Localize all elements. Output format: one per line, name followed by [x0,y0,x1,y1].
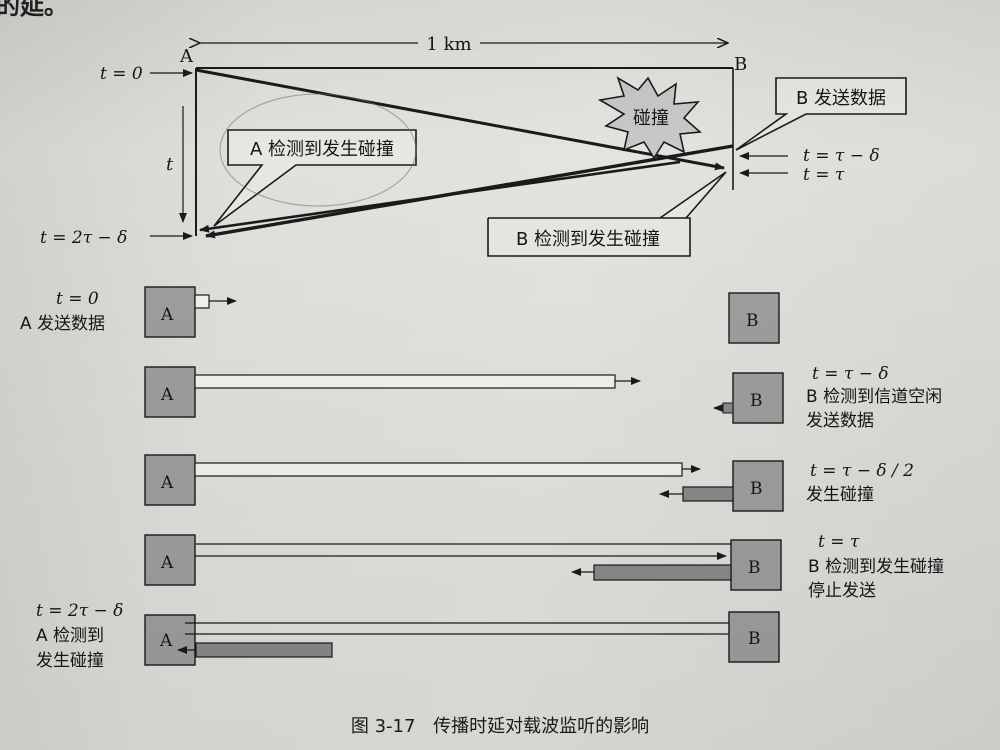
row2-desc-line1: B 检测到信道空闲 [806,387,942,407]
callout-b-detect-text: B 检测到发生碰撞 [516,229,660,250]
row-4: A B t = τ B 检测到发生碰撞 停止发送 [144,532,944,601]
row5-station-b-box [728,611,780,663]
row-1: A B t = 0 A 发送数据 [20,286,780,344]
row4-time: t = τ [818,532,860,552]
a-signal-path [195,68,725,171]
row5-time: t = 2τ − δ [36,601,123,621]
collision-burst-icon [597,76,702,160]
row4-desc-line1: B 检测到发生碰撞 [808,557,944,577]
row2-a-frame [194,374,616,389]
t-tau-minus-label: t = τ − δ [803,146,880,166]
row3-b-frame [682,486,734,502]
row3-station-b-label: B [750,479,763,499]
row1-station-b-box [728,292,780,344]
t-tau-label: t = τ [803,165,845,185]
row2-station-b-label: B [750,391,763,411]
t-2tau-label: t = 2τ − δ [40,228,127,248]
figure-caption: 图 3-17 传播时延对载波监听的影响 [0,712,1000,738]
row2-b-frame [722,402,734,414]
row1-station-a-label: A [160,305,174,325]
row5-station-a-label: A [159,631,173,651]
distance-label: 1 km [426,34,471,55]
row2-station-a-label: A [160,385,174,405]
pencil-scribble [219,93,417,207]
station-a-label: A [179,46,194,67]
row2-desc-line2: 发送数据 [806,411,874,431]
row1-a-frame [194,294,210,309]
distance-label-bg [418,32,480,54]
callout-b-detect: B 检测到发生碰撞 [487,171,727,257]
row3-station-a-label: A [160,473,174,493]
row-3: A B t = τ − δ / 2 发生碰撞 [144,454,914,512]
row2-station-b-box [732,372,784,424]
row4-station-a-label: A [160,553,174,573]
row4-station-b-box [730,539,782,591]
callout-b-send: B 发送数据 [735,77,907,151]
callout-a-detect-text: A 检测到发生碰撞 [250,139,394,160]
collision-label: 碰撞 [633,108,669,129]
row5-desc-line1: A 检测到 [36,626,104,646]
row1-time: t = 0 [56,289,99,309]
station-b-label: B [734,54,747,75]
row4-station-a-box [144,534,196,586]
row1-desc: A 发送数据 [20,314,105,334]
row4-desc-line2: 停止发送 [808,581,876,601]
row1-station-b-label: B [746,311,759,331]
row3-station-a-box [144,454,196,506]
row4-b-frame [593,564,732,581]
row3-time: t = τ − δ / 2 [810,461,914,481]
callout-b-send-text: B 发送数据 [796,88,886,109]
row3-a-frame [194,462,683,477]
row-5: A B t = 2τ − δ A 检测到 发生碰撞 [36,601,780,671]
figure-number: 图 3-17 [350,716,416,737]
row5-b-frame [195,642,333,658]
row5-station-b-label: B [748,629,761,649]
row3-desc: 发生碰撞 [806,485,874,505]
page-text-fragment: 的延。 [0,0,68,20]
t0-label: t = 0 [100,64,143,84]
figure-title: 传播时延对载波监听的影响 [433,716,650,737]
row1-station-a-box [144,286,196,338]
row5-desc-line2: 发生碰撞 [36,651,104,671]
space-time-diagram: 1 km A B t = 0 t t = 2τ − δ 碰撞 t = τ − δ… [40,32,907,257]
row2-time: t = τ − δ [812,364,889,384]
callout-a-detect: A 检测到发生碰撞 [213,129,417,227]
time-axis-label: t [166,154,174,175]
sequence-rows: A B t = 0 A 发送数据 A B t = τ − δ B 检测到信道空闲… [20,286,944,671]
row2-station-a-box [144,366,196,418]
row4-station-b-label: B [748,558,761,578]
b-signal-path [205,144,734,239]
row3-station-b-box [732,460,784,512]
row-2: A B t = τ − δ B 检测到信道空闲 发送数据 [144,364,942,431]
